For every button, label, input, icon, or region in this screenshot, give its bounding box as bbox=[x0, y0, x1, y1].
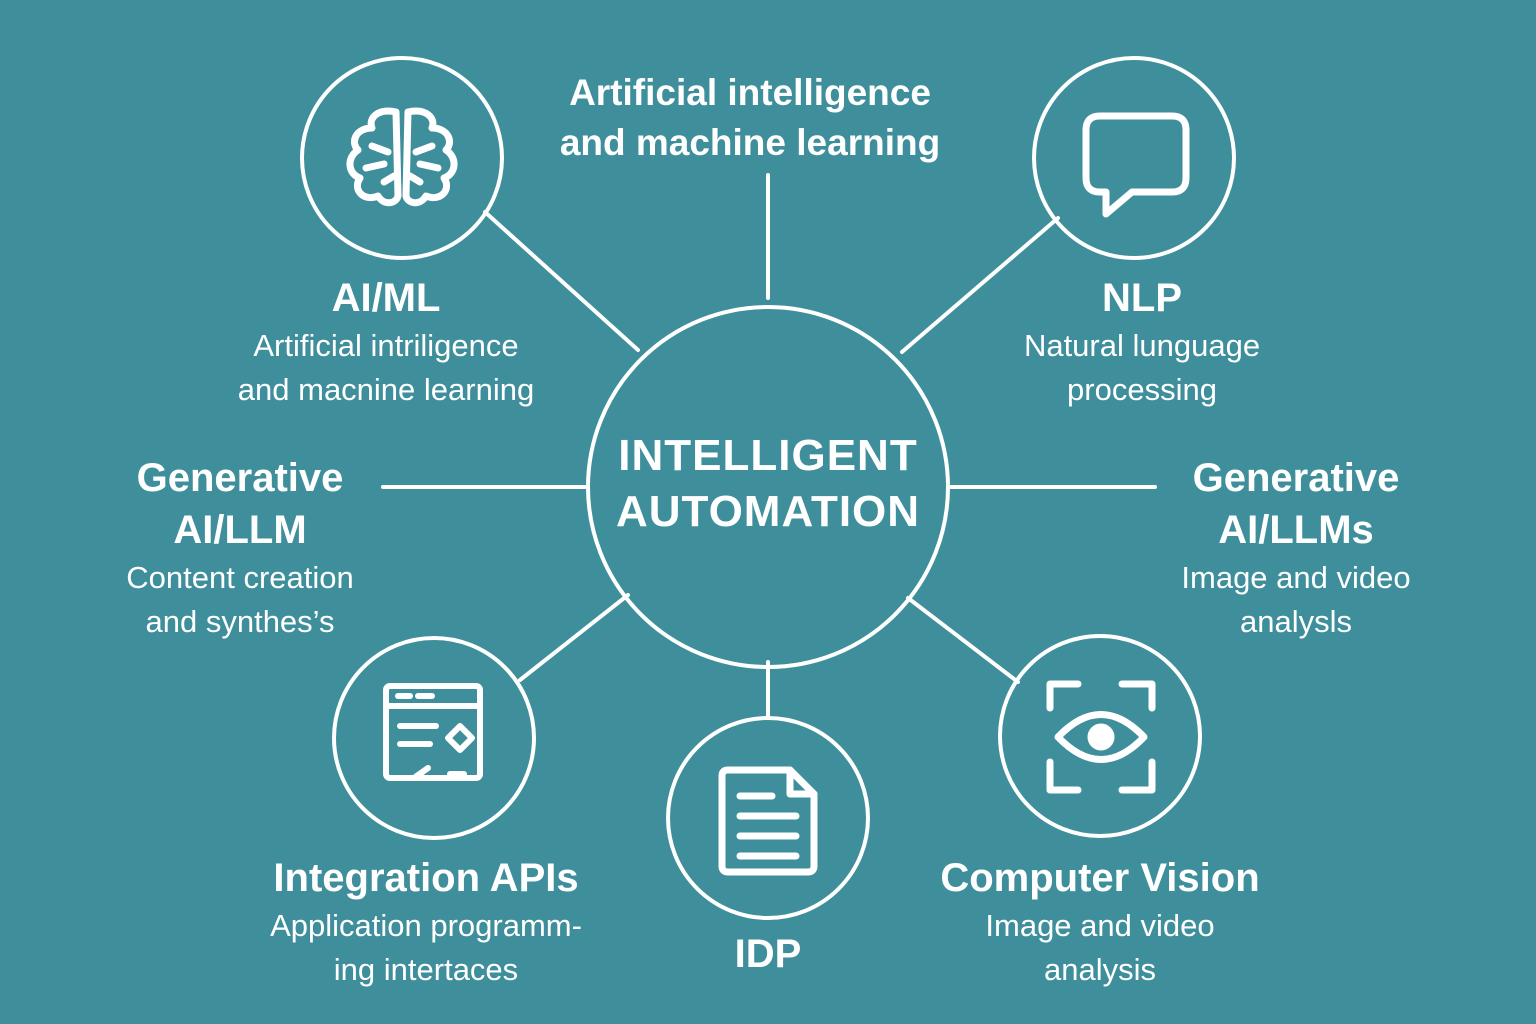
center-title-line1: INTELLIGENT bbox=[618, 431, 918, 480]
api-window-icon bbox=[383, 683, 483, 781]
vision-desc-line2: analysis bbox=[1044, 952, 1156, 987]
genai-right-label: Generative AI/LLMs Image and video analy… bbox=[1106, 452, 1486, 644]
genai-left-title-line2: AI/LLM bbox=[173, 508, 307, 552]
genai-left-label: Generative AI/LLM Content creation and s… bbox=[50, 452, 430, 644]
eye-scan-icon bbox=[1046, 680, 1156, 794]
connector-integration bbox=[518, 593, 630, 682]
top-label-line2: and machine learning bbox=[559, 122, 941, 163]
integration-circle bbox=[332, 636, 536, 840]
nlp-desc-line2: processing bbox=[1067, 372, 1217, 407]
center-title-line2: AUTOMATION bbox=[615, 487, 921, 536]
connector-aiml bbox=[483, 210, 640, 352]
idp-circle bbox=[666, 716, 870, 920]
integration-label: Integration APIs Application programm- i… bbox=[196, 852, 656, 992]
aiml-circle bbox=[300, 56, 504, 260]
genai-right-title-line1: Generative bbox=[1192, 456, 1400, 500]
document-icon bbox=[718, 766, 818, 876]
vision-circle bbox=[998, 634, 1202, 838]
connector-vision bbox=[906, 596, 1020, 684]
brain-icon bbox=[346, 107, 458, 207]
idp-title: IDP bbox=[734, 932, 802, 976]
top-label: Artificial intelligence and machine lear… bbox=[500, 68, 1000, 168]
nlp-desc-line1: Natural lunguage bbox=[1023, 328, 1261, 363]
speech-bubble-icon bbox=[1082, 112, 1190, 218]
genai-right-desc-line1: Image and video bbox=[1181, 560, 1411, 595]
center-circle bbox=[586, 305, 950, 669]
vision-title: Computer Vision bbox=[940, 856, 1260, 900]
center-title: INTELLIGENT AUTOMATION bbox=[568, 428, 968, 540]
integration-desc-line1: Application programm- bbox=[270, 908, 582, 943]
aiml-title: AI/ML bbox=[331, 276, 441, 320]
genai-left-desc-line1: Content creation bbox=[126, 560, 354, 595]
vision-desc-line1: Image and video bbox=[985, 908, 1215, 943]
nlp-circle bbox=[1032, 56, 1236, 260]
aiml-desc-line1: Artificial intriligence bbox=[253, 328, 519, 363]
genai-right-desc-line2: analysls bbox=[1240, 604, 1352, 639]
nlp-title: NLP bbox=[1102, 276, 1182, 320]
connector-nlp bbox=[900, 216, 1060, 354]
integration-title: Integration APIs bbox=[273, 856, 579, 900]
integration-desc-line2: ing intertaces bbox=[333, 952, 519, 987]
nlp-label: NLP Natural lunguage processing bbox=[942, 272, 1342, 412]
vision-label: Computer Vision Image and video analysis bbox=[880, 852, 1320, 992]
aiml-desc-line2: and macnine learning bbox=[237, 372, 535, 407]
top-label-line1: Artificial intelligence bbox=[569, 72, 931, 113]
aiml-label: AI/ML Artificial intriligence and macnin… bbox=[186, 272, 586, 412]
genai-left-desc-line2: and synthes’s bbox=[145, 604, 335, 639]
genai-left-title-line1: Generative bbox=[136, 456, 344, 500]
genai-right-title-line2: AI/LLMs bbox=[1218, 508, 1374, 552]
